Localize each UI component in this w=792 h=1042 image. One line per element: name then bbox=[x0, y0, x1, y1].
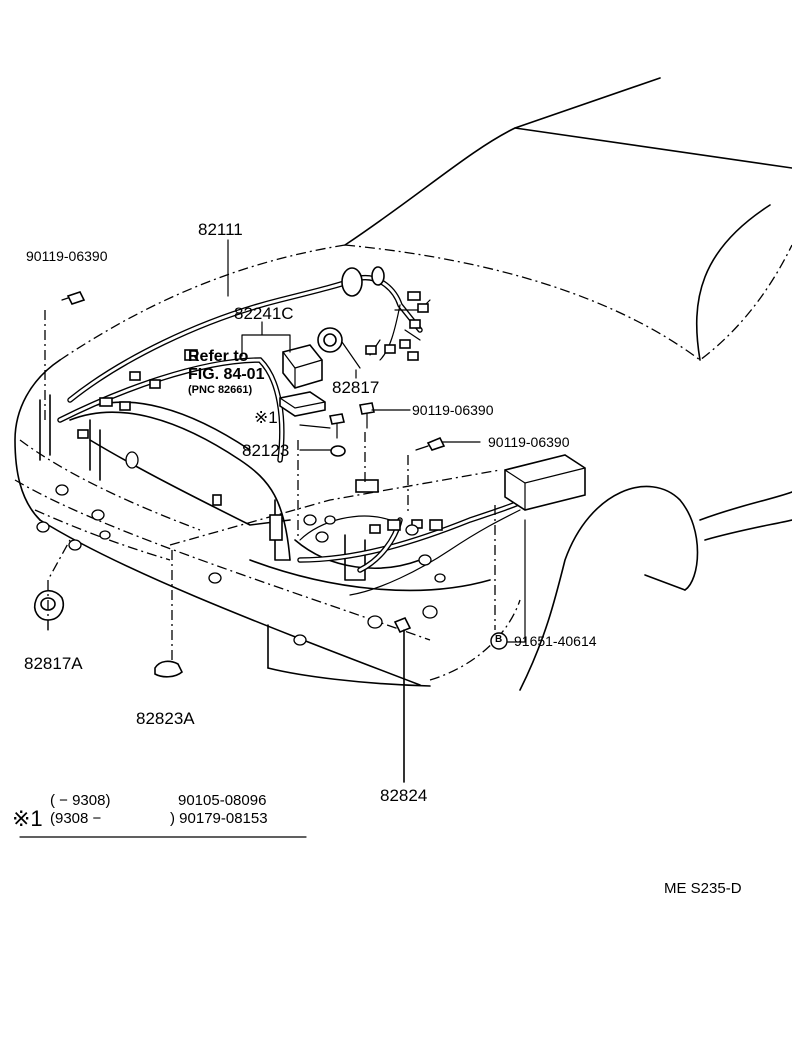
label-note-marker: ※1 bbox=[254, 408, 278, 427]
clamp-82824 bbox=[393, 616, 412, 783]
label-clip-b: 91651-40614 bbox=[514, 633, 597, 649]
label-82823a: 82823A bbox=[136, 709, 195, 728]
label-bolt-left: 90119-06390 bbox=[26, 248, 108, 264]
footnote-row1-range: ( − 9308) bbox=[50, 792, 111, 809]
label-refer-line3: (PNC 82661) bbox=[188, 384, 253, 396]
bolts-center bbox=[297, 402, 496, 630]
label-82123: 82123 bbox=[242, 441, 290, 460]
footnote-row2-part: ) 90179-08153 bbox=[170, 810, 268, 827]
footnote-row2-range: (9308 − bbox=[50, 810, 102, 827]
main-harness-82111 bbox=[57, 266, 528, 596]
body-holes bbox=[36, 451, 446, 646]
label-refer-line2: FIG. 84-01 bbox=[188, 366, 265, 383]
label-bolt-center: 90119-06390 bbox=[412, 402, 494, 418]
drawing-code: ME S235-D bbox=[664, 880, 742, 897]
clip-b-circle bbox=[490, 632, 508, 650]
label-82817a: 82817A bbox=[24, 654, 83, 673]
hood-outline bbox=[59, 77, 792, 361]
fuse-box-right bbox=[504, 454, 586, 511]
grommet-82123 bbox=[330, 445, 346, 457]
label-82111: 82111 bbox=[198, 220, 243, 239]
label-clip-b-symbol: B bbox=[495, 634, 503, 645]
relay-block-82241c bbox=[279, 344, 326, 417]
label-bolt-right: 90119-06390 bbox=[488, 434, 570, 450]
bolt-left bbox=[44, 291, 86, 420]
footnote-row1-part: 90105-08096 bbox=[178, 792, 267, 809]
label-refer-line1: Refer to bbox=[188, 348, 249, 365]
footnote-marker: ※1 bbox=[12, 806, 43, 831]
label-82824: 82824 bbox=[380, 786, 428, 805]
label-82241c: 82241C bbox=[234, 304, 294, 323]
leader-lines bbox=[19, 239, 526, 838]
clamp-82817 bbox=[317, 327, 361, 369]
clamp-82817a bbox=[33, 539, 71, 631]
fender-outline bbox=[429, 485, 792, 691]
harness-connectors bbox=[77, 291, 443, 541]
grommet-82823a bbox=[154, 550, 183, 678]
label-82817: 82817 bbox=[332, 378, 380, 397]
